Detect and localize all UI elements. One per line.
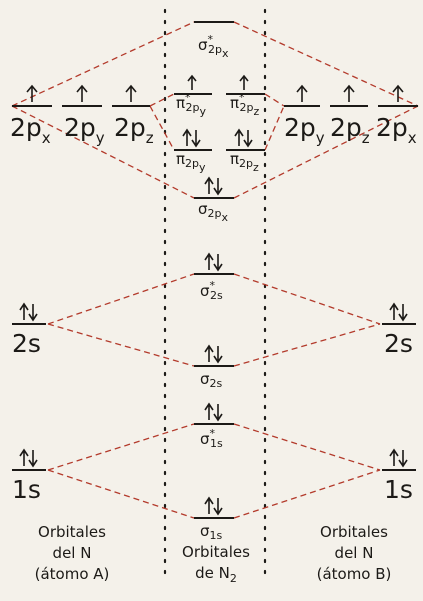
electron-pair-arrows [204,176,223,196]
mo-label-pi-star-2py: π*2py [176,91,207,118]
caption-line: (átomo B) [316,565,392,583]
caption-line: del N [334,544,374,562]
electron-up-arrow [343,84,355,102]
molecular-orbital-levels: σ*2px π*2py π*2pz π2py π2pz σ2px σ*2s σ2… [174,21,265,542]
atom-b-2p-levels: 2py 2pz 2px [284,84,418,147]
electron-up-arrow [125,84,137,102]
electron-pair-arrows [204,344,223,364]
electron-pair-arrows [204,252,223,272]
caption-line: Orbitales [38,523,106,541]
mo-label-sigma-star-1s: σ*1s [200,427,223,450]
atom-a-s-levels: 2s 1s [12,302,46,504]
electron-up-arrow [76,84,88,102]
caption-molecule: Orbitales de N2 [168,542,264,585]
electron-up-arrow [26,84,38,102]
caption-line: de N2 [168,563,264,585]
orbital-label-2s-b: 2s [384,329,413,358]
caption-line: del N [52,544,92,562]
orbital-label-2px-b: 2px [376,113,417,147]
atom-b-s-levels: 2s 1s [382,302,416,504]
orbital-label-1s-a: 1s [12,475,41,504]
electron-pair-arrows [389,448,408,468]
mo-label-sigma-star-2s: σ*2s [200,279,223,302]
caption-line: Orbitales [320,523,388,541]
electron-pair-arrows [389,302,408,322]
orbital-label-2pz-b: 2pz [330,113,370,147]
column-separators [163,8,267,582]
caption-text: de N [195,564,230,582]
electron-pair-arrows [19,448,38,468]
electron-pair-arrows [19,302,38,322]
mo-label-pi-star-2pz: π*2pz [230,91,260,118]
orbital-label-2pz-a: 2pz [114,113,154,147]
mo-label-sigma-2px: σ2px [198,200,229,224]
electron-pair-arrows [204,402,223,422]
atom-a-2p-levels: 2px 2py 2pz [10,84,154,147]
electron-up-arrow [296,84,308,102]
electron-up-arrow [187,74,197,90]
caption-atom-b: Orbitales del N (átomo B) [284,522,423,585]
orbital-label-2s-a: 2s [12,329,41,358]
orbital-label-2py-b: 2py [284,113,325,147]
electron-up-arrow [392,84,404,102]
caption-line: Orbitales [182,543,250,561]
caption-atom-a: Orbitales del N (átomo A) [2,522,142,585]
electron-up-arrow [239,74,249,90]
caption-line: (átomo A) [34,565,110,583]
electron-pair-arrows [234,128,253,148]
correlation-lines [11,21,419,519]
mo-label-sigma-2s: σ2s [200,370,223,390]
electron-pair-arrows [182,128,201,148]
mo-label-sigma-star-2px: σ*2px [198,33,229,60]
electron-pair-arrows [204,496,223,516]
mo-label-pi-2pz: π2pz [230,150,259,174]
orbital-label-2px-a: 2px [10,113,51,147]
mo-label-pi-2py: π2py [176,150,206,174]
orbital-label-1s-b: 1s [384,475,413,504]
orbital-label-2py-a: 2py [64,113,105,147]
caption-subscript: 2 [229,572,237,585]
mo-label-sigma-1s: σ1s [200,522,223,542]
